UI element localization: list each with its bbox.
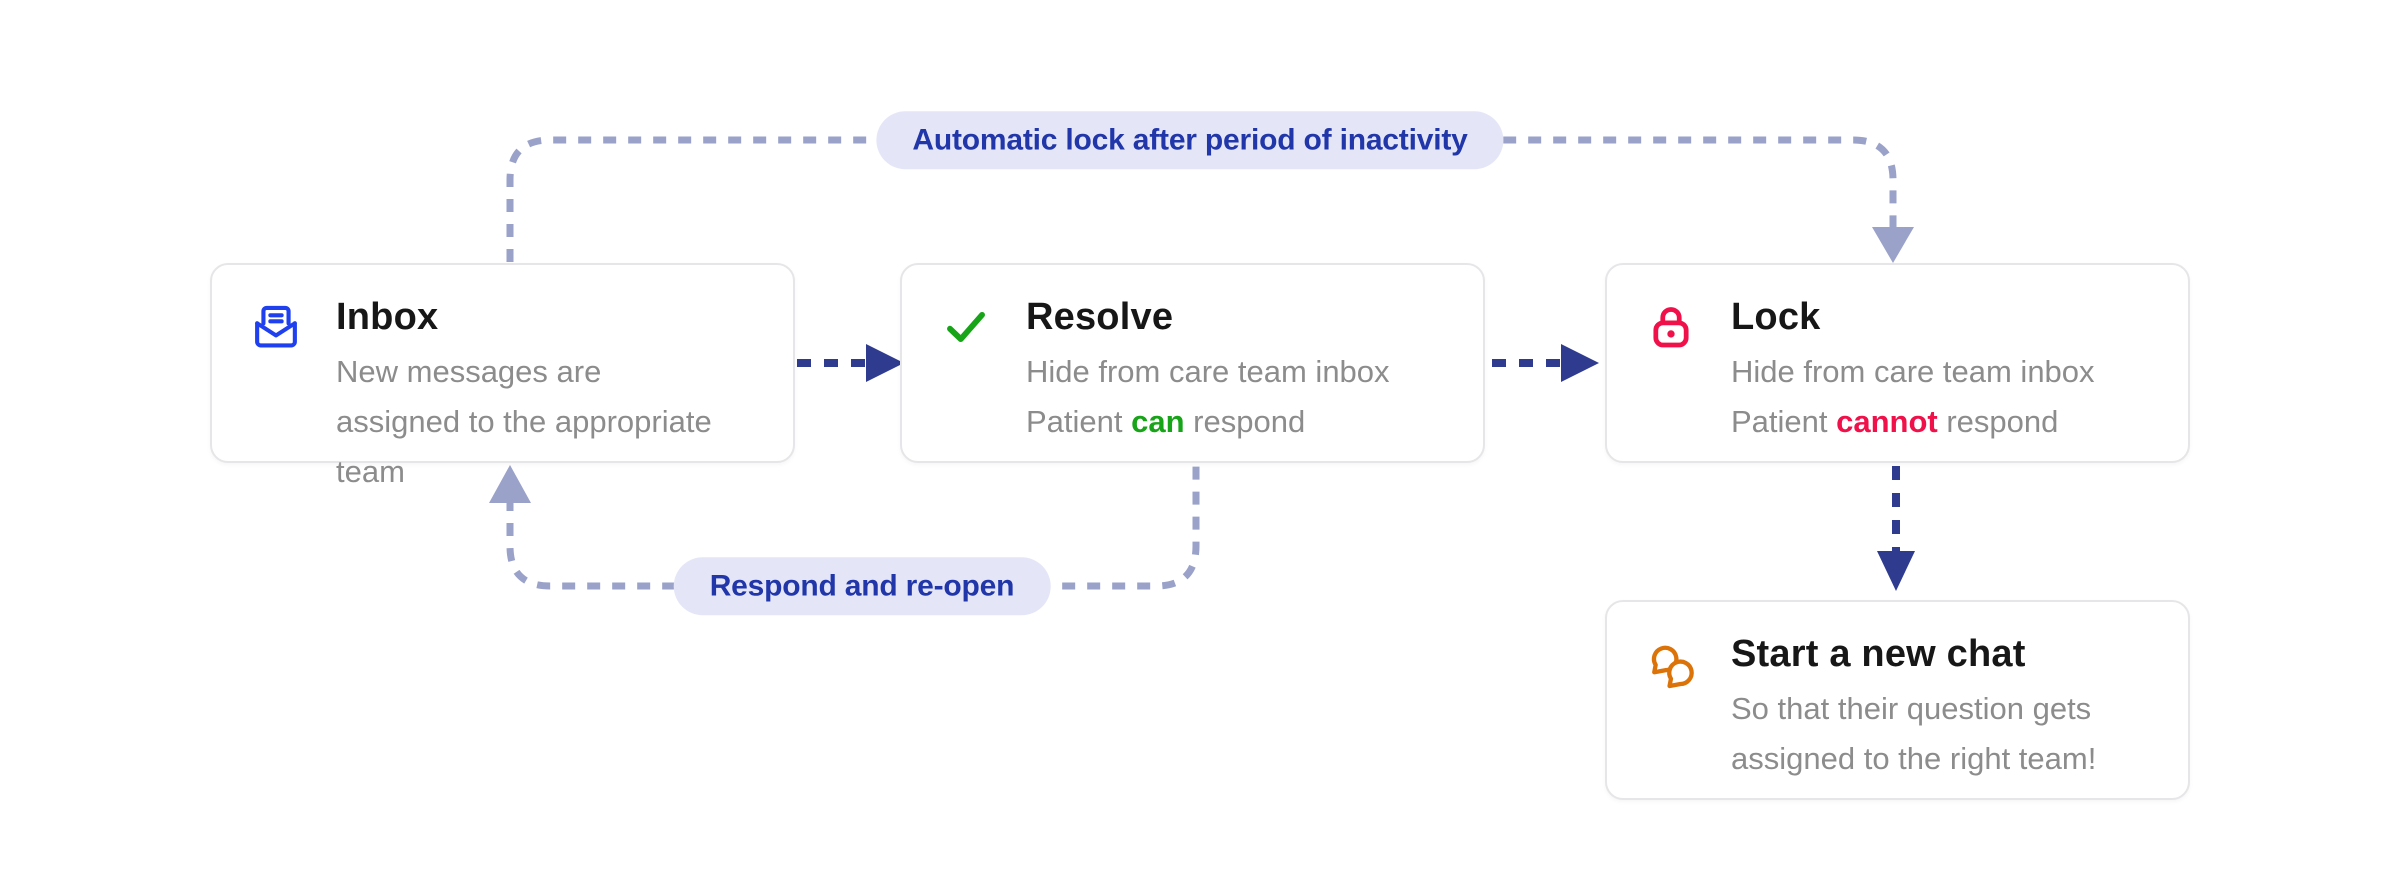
inbox-node-content: Inbox New messages are assigned to the a… bbox=[336, 293, 724, 489]
chat-bubble-front-glyph bbox=[1667, 659, 1694, 689]
auto-lock-label: Automatic lock after period of inactivit… bbox=[876, 111, 1504, 169]
check-glyph bbox=[947, 311, 985, 343]
chat-bubbles-icon bbox=[1645, 630, 1701, 798]
lock-line2-suffix: respond bbox=[1937, 404, 2059, 439]
start-chat-node-title: Start a new chat bbox=[1731, 633, 2026, 675]
start-chat-node: Start a new chat So that their question … bbox=[1605, 600, 2190, 800]
inbox-node-title: Inbox bbox=[336, 296, 439, 338]
resolve-node-title: Resolve bbox=[1026, 296, 1174, 338]
lock-keyhole-glyph bbox=[1667, 330, 1675, 338]
lock-body-glyph bbox=[1653, 320, 1689, 348]
lock-node-content: Lock Hide from care team inbox Patient c… bbox=[1731, 293, 2095, 461]
lock-node-description: Hide from care team inbox Patient cannot… bbox=[1731, 347, 2095, 447]
start-chat-node-content: Start a new chat So that their question … bbox=[1731, 630, 2161, 798]
lock-desc-line1: Hide from care team inbox bbox=[1731, 354, 2095, 389]
resolve-desc-line2: Patient can respond bbox=[1026, 397, 1390, 447]
lock-line2-emphasis: cannot bbox=[1836, 404, 1938, 439]
lock-desc-line2: Patient cannot respond bbox=[1731, 397, 2095, 447]
inbox-to-resolve-arrowhead-icon bbox=[866, 344, 904, 382]
resolve-line2-emphasis: can bbox=[1131, 404, 1185, 439]
resolve-line2-prefix: Patient bbox=[1026, 404, 1132, 439]
resolve-line2-suffix: respond bbox=[1184, 404, 1306, 439]
lock-shackle-glyph bbox=[1660, 307, 1682, 326]
inbox-open-envelope-glyph bbox=[255, 305, 297, 348]
resolve-desc-line1: Hide from care team inbox bbox=[1026, 354, 1390, 389]
resolve-node-content: Resolve Hide from care team inbox Patien… bbox=[1026, 293, 1390, 461]
resolve-to-lock-arrowhead-icon bbox=[1561, 344, 1599, 382]
respond-reopen-label: Respond and re-open bbox=[673, 557, 1051, 615]
lock-icon bbox=[1645, 293, 1701, 461]
lock-node-title: Lock bbox=[1731, 296, 1821, 338]
inbox-open-envelope-icon bbox=[250, 293, 306, 461]
resolve-node-description: Hide from care team inbox Patient can re… bbox=[1026, 347, 1390, 447]
lock-to-start-chat-arrowhead-icon bbox=[1877, 551, 1915, 591]
check-icon bbox=[940, 293, 996, 461]
auto-lock-arrowhead-icon bbox=[1872, 227, 1914, 263]
resolve-node: Resolve Hide from care team inbox Patien… bbox=[900, 263, 1485, 463]
lock-line2-prefix: Patient bbox=[1731, 404, 1837, 439]
inbox-node: Inbox New messages are assigned to the a… bbox=[210, 263, 795, 489]
inbox-node-description: New messages are assigned to the appropr… bbox=[336, 354, 712, 489]
lock-node: Lock Hide from care team inbox Patient c… bbox=[1605, 263, 2190, 463]
start-chat-node-description: So that their question gets assigned to … bbox=[1731, 691, 2097, 776]
